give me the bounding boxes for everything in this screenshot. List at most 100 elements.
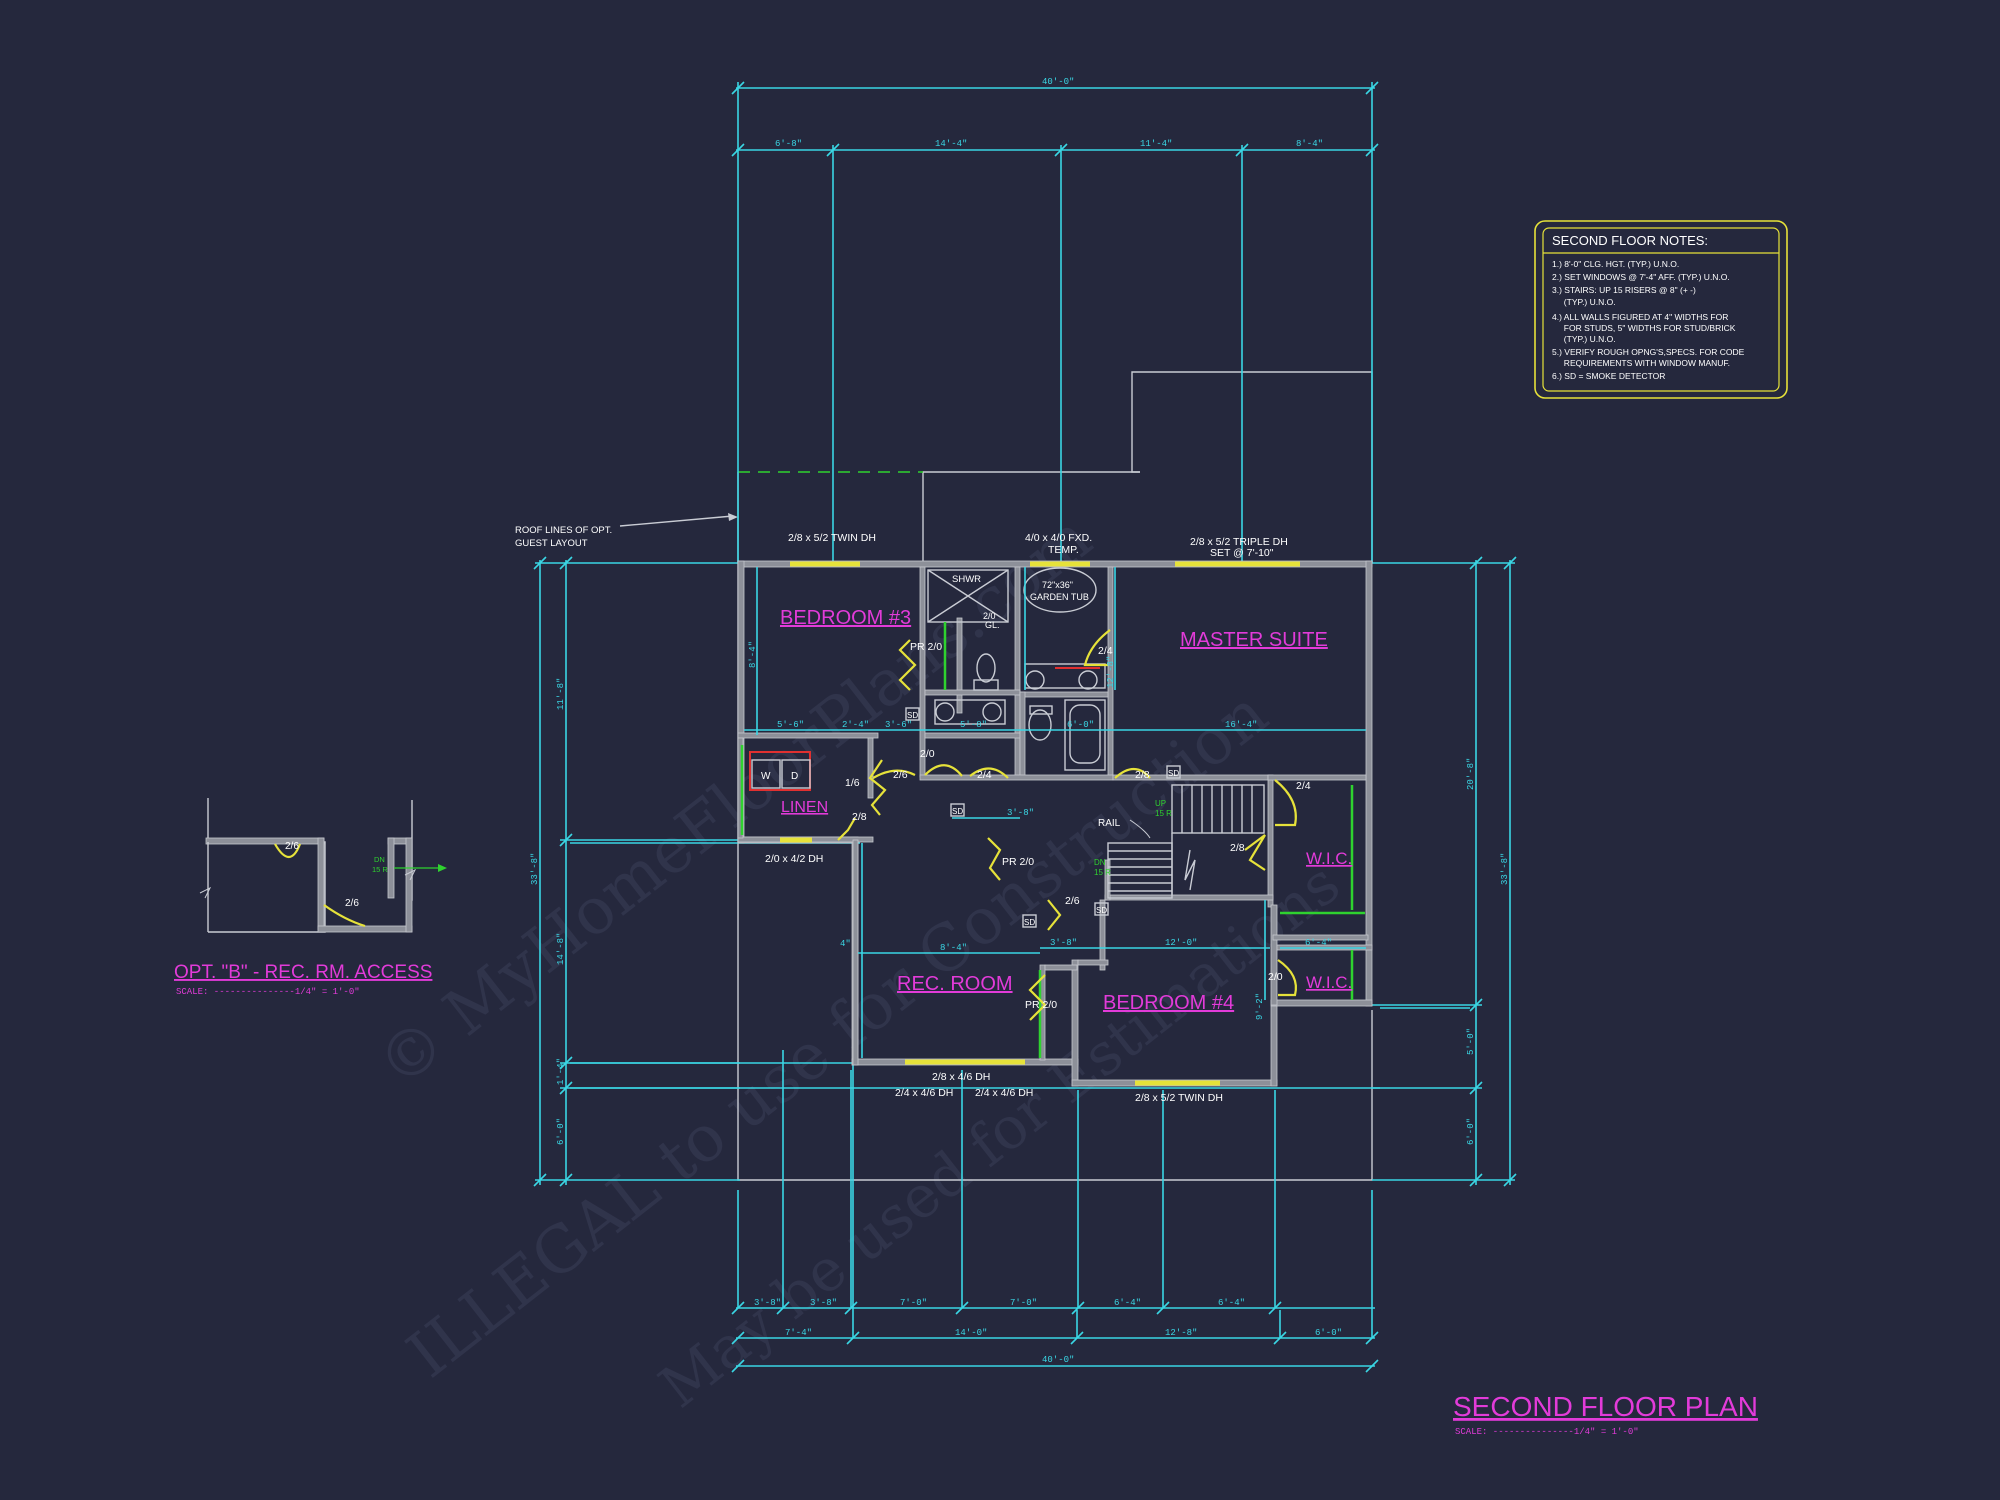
door-bath-hall: 2/0 — [920, 748, 935, 760]
stair-dn-2: 15 R — [1094, 868, 1111, 877]
door-rec-closet: PR 2/0 — [1025, 999, 1057, 1011]
dim-top-4: 8'-4" — [1296, 139, 1323, 149]
roof-note-2: GUEST LAYOUT — [515, 538, 588, 549]
idim-hall: 3'-8" — [1007, 808, 1034, 818]
dim-bot-1a: 3'-8" — [754, 1298, 781, 1308]
tub-label-1: 72"x36" — [1042, 580, 1073, 590]
notes-line-2: 2.) SET WINDOWS @ 7'-4" AFF. (TYP.) U.N.… — [1552, 272, 1730, 282]
door-linen-b: 2/8 — [852, 811, 867, 823]
idim-wic: 6'-4" — [1305, 938, 1332, 948]
opt-door-1: 2/6 — [285, 841, 299, 852]
door-bedroom3-closet: PR 2/0 — [910, 641, 942, 653]
option-b-title: OPT. "B" - REC. RM. ACCESS — [174, 962, 432, 983]
notes-line-1: 1.) 8'-0" CLG. HGT. (TYP.) U.N.O. — [1552, 259, 1679, 269]
glass-label: GL. — [985, 620, 1000, 630]
dim-bot-1b: 3'-8" — [810, 1298, 837, 1308]
plan-title: SECOND FLOOR PLAN — [1453, 1391, 1758, 1422]
notes-line-5: 4.) ALL WALLS FIGURED AT 4" WIDTHS FOR — [1552, 312, 1728, 322]
room-master-suite: MASTER SUITE — [1180, 629, 1328, 651]
idim-tub: 6'-0" — [1067, 720, 1094, 730]
door-stair: 2/8 — [1230, 842, 1245, 854]
door-bedroom4: 2/6 — [1065, 895, 1080, 907]
door-hall-closet: PR 2/0 — [1002, 856, 1034, 868]
window-bedroom4: 2/8 x 5/2 TWIN DH — [1135, 1092, 1223, 1104]
plan-scale: SCALE: ---------------1/4" = 1'-0" — [1455, 1427, 1639, 1437]
idim-b4v: 9'-2" — [1255, 993, 1265, 1020]
notes-line-8: 5.) VERIFY ROUGH OPNG'S,SPECS. FOR CODE — [1552, 347, 1745, 357]
sd-bedroom4: SD — [1096, 906, 1107, 915]
room-wic-1: W.I.C. — [1306, 849, 1352, 868]
shower-label: SHWR — [952, 574, 981, 585]
dim-left-3: 1'-4" — [556, 1058, 566, 1085]
stairs: RAIL UP 15 R DN 15 R — [1094, 784, 1265, 899]
stair-dn-1: DN — [1094, 858, 1106, 867]
notes-line-4: (TYP.) U.N.O. — [1552, 297, 1616, 307]
sd-rec: SD — [1024, 918, 1035, 927]
notes-line-6: FOR STUDS, 5" WIDTHS FOR STUD/BRICK — [1552, 323, 1736, 333]
dim-top-overall: 40'-0" — [1042, 77, 1074, 87]
notes-line-9: REQUIREMENTS WITH WINDOW MANUF. — [1552, 358, 1730, 368]
idim-master: 16'-4" — [1225, 720, 1257, 730]
room-rec-room: REC. ROOM — [897, 973, 1013, 995]
doors: PR 2/0 2/0 2/4 2/6 1/6 2/8 2/0 2/4 2/8 2… — [837, 611, 1311, 1021]
room-bedroom3: BEDROOM #3 — [780, 607, 911, 629]
washer-label: W — [761, 771, 771, 782]
dryer-label: D — [791, 771, 798, 782]
stair-up-2: 15 R — [1155, 809, 1172, 818]
dim-bot-2d: 6'-0" — [1315, 1328, 1342, 1338]
option-b-inset: 2/6 2/6 DN 15 R OPT. "B" - REC. RM. ACCE… — [174, 798, 447, 997]
dim-right-2: 5'-0" — [1466, 1028, 1476, 1055]
window-rec-1: 2/8 x 4/6 DH — [932, 1071, 990, 1083]
roof-note-1: ROOF LINES OF OPT. — [515, 525, 612, 536]
sd-master: SD — [1168, 769, 1179, 778]
notes-line-7: (TYP.) U.N.O. — [1552, 334, 1616, 344]
idim-b3w: 5'-6" — [777, 720, 804, 730]
notes-heading: SECOND FLOOR NOTES: — [1552, 233, 1708, 248]
dim-bot-2b: 14'-0" — [955, 1328, 987, 1338]
dim-bot-2c: 12'-8" — [1165, 1328, 1197, 1338]
smoke-detectors: SD SD SD SD SD — [905, 707, 1181, 928]
dim-top-2: 14'-4" — [935, 139, 967, 149]
door-bath-2: 2/4 — [977, 769, 992, 781]
room-linen: LINEN — [781, 799, 828, 816]
dim-top-1: 6'-8" — [775, 139, 802, 149]
window-master-1: 2/8 x 5/2 TRIPLE DH — [1190, 536, 1288, 548]
closet-shelves — [943, 622, 1365, 1058]
bath-fixtures: SHWR 72"x36" GARDEN TUB GL. — [927, 567, 1106, 771]
idim-recv: 4" — [840, 939, 851, 949]
door-bedroom3: 2/6 — [893, 769, 908, 781]
dimensions: 40'-0" 6'-8" 14'-4" 11'-4" 8'-4" 3'-8" 3… — [530, 77, 1517, 1373]
window-hall: 2/0 x 4/2 DH — [765, 853, 823, 865]
sd-hall: SD — [952, 807, 963, 816]
door-master-bath: 2/4 — [1098, 645, 1113, 657]
dim-left-overall: 33'-8" — [530, 853, 540, 885]
room-bedroom4: BEDROOM #4 — [1103, 992, 1234, 1014]
idim-b4a: 3'-8" — [1050, 938, 1077, 948]
notes-line-3: 3.) STAIRS: UP 15 RISERS @ 8" (+ -) — [1552, 285, 1696, 295]
notes-line-10: 6.) SD = SMOKE DETECTOR — [1552, 371, 1665, 381]
dim-left-4: 6'-0" — [556, 1118, 566, 1145]
dim-bot-1d: 7'-0" — [1010, 1298, 1037, 1308]
stair-up-1: UP — [1155, 799, 1166, 808]
idim-bath: 5'-8" — [960, 720, 987, 730]
rail-label: RAIL — [1098, 818, 1121, 829]
plan-title-block: SECOND FLOOR PLAN SCALE: ---------------… — [1453, 1391, 1758, 1437]
dim-bot-1f: 6'-4" — [1218, 1298, 1245, 1308]
dim-bot-2a: 7'-4" — [785, 1328, 812, 1338]
window-bath-1: 4/0 x 4/0 FXD. — [1025, 532, 1092, 544]
door-wic-2: 2/0 — [1268, 971, 1283, 983]
idim-b4b: 12'-0" — [1165, 938, 1197, 948]
opt-door-2: 2/6 — [345, 898, 359, 909]
windows: 2/8 x 5/2 TWIN DH 4/0 x 4/0 FXD. TEMP. 2… — [765, 532, 1300, 1104]
dim-right-1: 20'-8" — [1466, 758, 1476, 790]
window-bath-2: TEMP. — [1048, 544, 1079, 556]
dim-right-3: 6'-0" — [1466, 1118, 1476, 1145]
dim-top-3: 11'-4" — [1140, 139, 1172, 149]
door-wic-1: 2/4 — [1296, 780, 1311, 792]
window-rec-3: 2/4 x 4/6 DH — [975, 1087, 1033, 1099]
watermark-line-1: © MyHomeFloorPlans.com — [364, 501, 1105, 1103]
opt-dn-2: 15 R — [372, 865, 388, 874]
dim-left-2: 14'-8" — [556, 933, 566, 965]
door-master: 2/8 — [1135, 769, 1150, 781]
